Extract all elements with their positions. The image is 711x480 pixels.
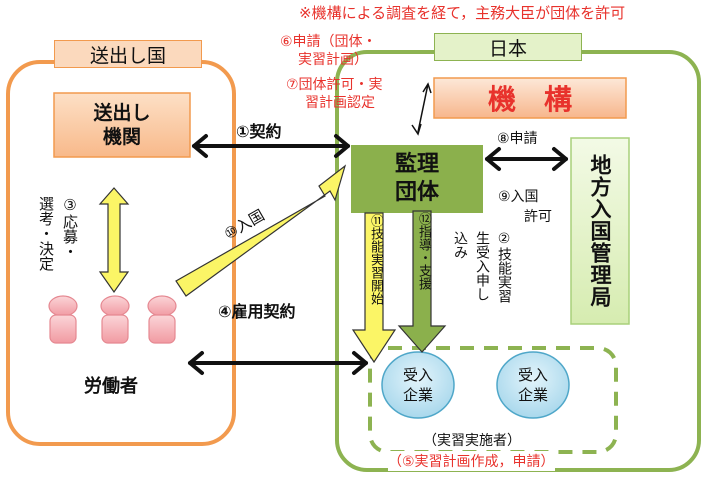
application-label-3: 込み bbox=[452, 231, 468, 259]
implementer-label: （実習実施者） bbox=[423, 433, 521, 449]
permit-label-2: 習計画認定 bbox=[305, 95, 375, 111]
note-text: ※機構による調査を経て，主務大臣が団体を許可 bbox=[299, 4, 626, 22]
worker-figures bbox=[48, 295, 177, 344]
selection-step-label-2: 選考・決定 bbox=[37, 196, 55, 271]
start-training-arrow bbox=[351, 212, 397, 364]
organization-box bbox=[433, 77, 627, 119]
sending-country-tab: 送出し国 bbox=[54, 40, 202, 68]
employment-arrow bbox=[188, 351, 368, 375]
sending-agency-box bbox=[53, 92, 191, 158]
guidance-label: ⑫指導・支援 bbox=[416, 212, 431, 290]
entry-permit-label-2: 許可 bbox=[524, 209, 552, 225]
apply-org-label-2: 実習計画） bbox=[298, 52, 368, 68]
selection-arrow bbox=[98, 187, 130, 294]
japan-title: 日本 bbox=[488, 37, 527, 60]
supervising-body-box bbox=[351, 145, 483, 213]
plan-step-label: （⑤実習計画作成，申請） bbox=[388, 451, 555, 471]
host-company-2-shape bbox=[496, 351, 570, 419]
application-label-2: 生受入申し bbox=[474, 231, 490, 301]
organization: 機 構 bbox=[487, 83, 572, 116]
sending-agency: 送出し 機関 bbox=[93, 102, 151, 148]
immigration-bureau-box bbox=[570, 137, 630, 325]
entry-arrow bbox=[175, 164, 347, 297]
employment-label: ④雇用契約 bbox=[218, 302, 296, 321]
application-label: ②技能実習 bbox=[496, 231, 512, 303]
immigration-apply-arrow bbox=[485, 147, 568, 171]
supervising-body: 監理 団体 bbox=[394, 152, 439, 205]
entry-permit-label: ⑨入国 bbox=[498, 189, 539, 205]
sending-country-title: 送出し国 bbox=[89, 44, 166, 67]
host-company-1-shape bbox=[381, 351, 455, 419]
japan-tab: 日本 bbox=[434, 33, 582, 61]
host-company-2: 受入 企業 bbox=[517, 366, 548, 404]
immigration-bureau: 地方入国管理局 bbox=[588, 154, 612, 308]
contract-arrow bbox=[192, 134, 350, 158]
contract-label: ①契約 bbox=[236, 122, 282, 141]
selection-step-label: ③応募・ bbox=[61, 196, 79, 259]
guidance-arrow bbox=[397, 210, 447, 353]
organization-link-arrow bbox=[411, 82, 432, 136]
start-training-label: ⑪技能実習開始 bbox=[368, 214, 383, 305]
workers-label: 労働者 bbox=[84, 376, 138, 397]
host-company-1: 受入 企業 bbox=[402, 366, 433, 404]
immigration-apply-label: ⑧申請 bbox=[497, 131, 538, 147]
apply-org-label: ⑥申請（団体・ bbox=[280, 34, 377, 50]
permit-label: ⑦団体許可・実 bbox=[286, 77, 383, 93]
